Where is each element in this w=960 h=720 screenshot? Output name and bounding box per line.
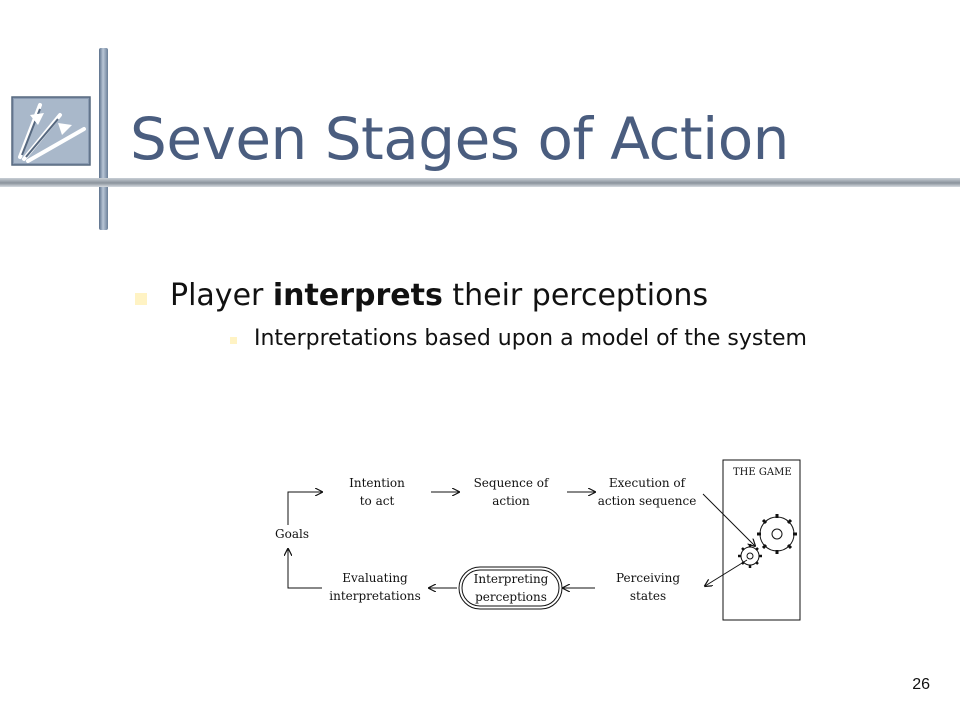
node-evaluating-line1: Evaluating	[342, 571, 408, 585]
page-number: 26	[912, 676, 930, 693]
evaluating-to-goals-arrow	[288, 549, 322, 589]
game-to-perceiving-arrow	[705, 559, 748, 586]
logo-icon	[11, 96, 91, 166]
node-sequence-line2: action	[492, 494, 530, 508]
slide-title: Seven Stages of Action	[130, 105, 789, 173]
bullet-marker	[135, 293, 147, 305]
node-intention-line2: to act	[360, 494, 395, 508]
node-perceiving-line1: Perceiving	[616, 571, 680, 585]
main-bullet: Player interprets their perceptions	[170, 275, 708, 317]
node-intention-line1: Intention	[349, 476, 405, 490]
bullet-prefix: Player	[170, 278, 273, 313]
seven-stages-diagram: Goals Intention to act Sequence of actio…	[275, 459, 801, 621]
execution-to-game-arrow	[702, 493, 755, 546]
node-interpreting-line2: perceptions	[475, 590, 547, 604]
goals-to-intention-arrow	[287, 492, 322, 525]
title-divider-bar	[0, 178, 960, 187]
bullet-emphasis: interprets	[272, 278, 443, 313]
node-interpreting-line1: Interpreting	[474, 572, 549, 586]
node-goals: Goals	[275, 527, 309, 541]
sub-bullet-marker	[230, 337, 237, 344]
node-execution-line2: action sequence	[598, 494, 697, 508]
vertical-accent-bar	[99, 48, 108, 230]
interpreting-highlight-inner	[461, 569, 560, 607]
large-gear-icon	[757, 514, 797, 554]
game-label: THE GAME	[733, 467, 792, 478]
interpreting-highlight-outer	[458, 566, 563, 610]
bullet-suffix: their perceptions	[442, 278, 709, 313]
node-evaluating-line2: interpretations	[329, 589, 421, 603]
node-perceiving-line2: states	[630, 589, 666, 603]
node-execution-line1: Execution of	[609, 476, 687, 490]
sub-bullet: Interpretations based upon a model of th…	[254, 326, 807, 351]
node-sequence-line1: Sequence of	[474, 476, 550, 490]
